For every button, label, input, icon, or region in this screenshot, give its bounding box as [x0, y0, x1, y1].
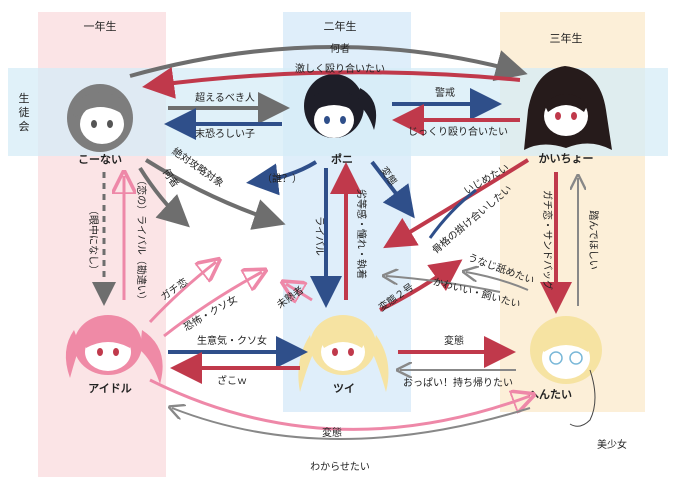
council-label-1: 生: [19, 91, 30, 105]
label-wakarase: わからせたい: [310, 461, 370, 473]
kounai-name: こーない: [78, 153, 122, 166]
label-hentai-bottom: 変態: [322, 426, 342, 439]
character-kounai: [67, 84, 133, 152]
year1-label: 一年生: [84, 19, 117, 33]
council-label-3: 会: [19, 120, 30, 133]
label-hageshiku: 激しく殴り合いたい: [295, 62, 385, 75]
label-zako: ざこｗ: [217, 374, 247, 387]
council-label-2: 徒: [19, 105, 30, 119]
arrow-zettai: [144, 158, 286, 230]
arrow-nanimono-top: [129, 45, 528, 82]
label-ganchuu: （眼中になし）: [87, 205, 100, 275]
label-dare: （誰？）: [262, 172, 302, 185]
label-kyoufu: 恐怖・クソ女: [181, 292, 239, 333]
arrow-gachikoi-idol: [148, 262, 216, 324]
arrow-kokkaku: [428, 188, 477, 239]
label-koerubeki: 超えるべき人: [195, 91, 255, 104]
poni-name: ポニ: [331, 152, 353, 166]
bishoujo-label: 美少女: [597, 438, 627, 451]
arrow-hageshiku: [142, 66, 521, 99]
label-rival: ライバル: [313, 216, 325, 256]
character-idol: [65, 315, 163, 384]
arrow-dare: [246, 160, 318, 196]
arrow-nanimono-idol: [138, 166, 190, 228]
idol-name: アイドル: [88, 382, 131, 395]
arrow-hentai-bottom: [149, 378, 530, 431]
year2-label: 二年生: [324, 19, 357, 33]
character-hentai: [530, 316, 602, 427]
arrow-unaji: [466, 272, 529, 291]
arrow-hentai2: [379, 259, 463, 312]
label-koi-rival: （恋の）ライバル（勘違い）: [135, 175, 148, 305]
label-oppai: おっぱい！持ち帰りたい: [403, 376, 513, 389]
label-keikai: 警戒: [435, 86, 455, 99]
label-hentai-mid: 変態: [444, 334, 464, 347]
hentai-name: へんたい: [528, 388, 572, 401]
tsui-name: ツイ: [333, 382, 355, 395]
label-namaiki: 生意気・クソ女: [197, 334, 267, 347]
arrow-mijukusha: [286, 284, 313, 300]
label-sueosoroshii: 末恐ろしい子: [195, 127, 255, 140]
label-gino: ガチ恋・サンドバッグ: [541, 190, 554, 290]
label-jikkuri: じっくり殴り合いたい: [408, 125, 508, 138]
year3-label: 三年生: [550, 31, 583, 45]
arrow-wakarase: [172, 408, 531, 440]
arrow-kyoufu: [163, 272, 262, 338]
label-rettoukan: 劣等感・憧れ・執着: [355, 189, 368, 279]
kaicho-name: かいちょー: [539, 152, 594, 165]
arrow-kawaii: [386, 276, 501, 293]
label-funde: 踏んでほしい: [587, 210, 600, 270]
arrow-hentai-top: [370, 160, 415, 219]
character-kaicho: [524, 66, 612, 150]
character-poni: [304, 74, 377, 138]
label-nanimono-top: 何者: [330, 42, 350, 55]
